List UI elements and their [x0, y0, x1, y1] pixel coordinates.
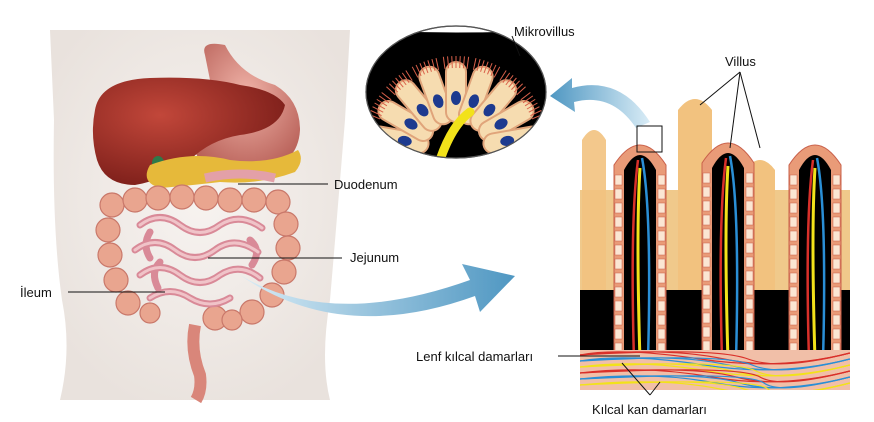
curved-arrow-icon	[240, 264, 515, 317]
villus	[788, 144, 842, 368]
label-villus: Villus	[725, 54, 756, 69]
leader-mikrovillus	[511, 35, 521, 57]
rectum	[187, 323, 207, 404]
villus	[701, 142, 755, 366]
epithelial-cell	[469, 70, 526, 132]
capillary	[580, 369, 850, 383]
capillary	[580, 363, 850, 377]
capillary	[580, 381, 850, 390]
villus	[613, 144, 667, 368]
capillary	[580, 375, 850, 389]
capillary	[580, 381, 850, 390]
duodenum	[203, 169, 277, 183]
label-kilcal-kan: Kılcal kan damarları	[592, 402, 707, 417]
small-intestine-fill	[133, 216, 264, 306]
capillary	[580, 351, 850, 365]
epithelial-cell	[477, 92, 544, 142]
zoom-box	[636, 125, 663, 153]
label-mikrovillus: Mikrovillus	[514, 24, 575, 39]
leader-lines-right	[558, 71, 761, 396]
label-ileum: İleum	[20, 285, 52, 300]
curved-arrow-icon	[550, 78, 650, 128]
large-intestine	[95, 184, 301, 331]
capillary	[580, 357, 850, 371]
label-jejunum: Jejunum	[350, 250, 400, 265]
epithelial-cell	[386, 70, 443, 132]
epithelial-cell	[368, 92, 435, 142]
leader-lines-left	[68, 183, 342, 293]
villus-panel	[580, 99, 850, 390]
epithelial-cell	[442, 56, 470, 123]
label-duodenum: Duodenum	[334, 177, 398, 192]
microvillus-bubble	[365, 25, 547, 159]
label-lenf-kilcal: Lenf kılcal damarları	[416, 349, 534, 364]
epithelial-cell	[411, 58, 455, 126]
